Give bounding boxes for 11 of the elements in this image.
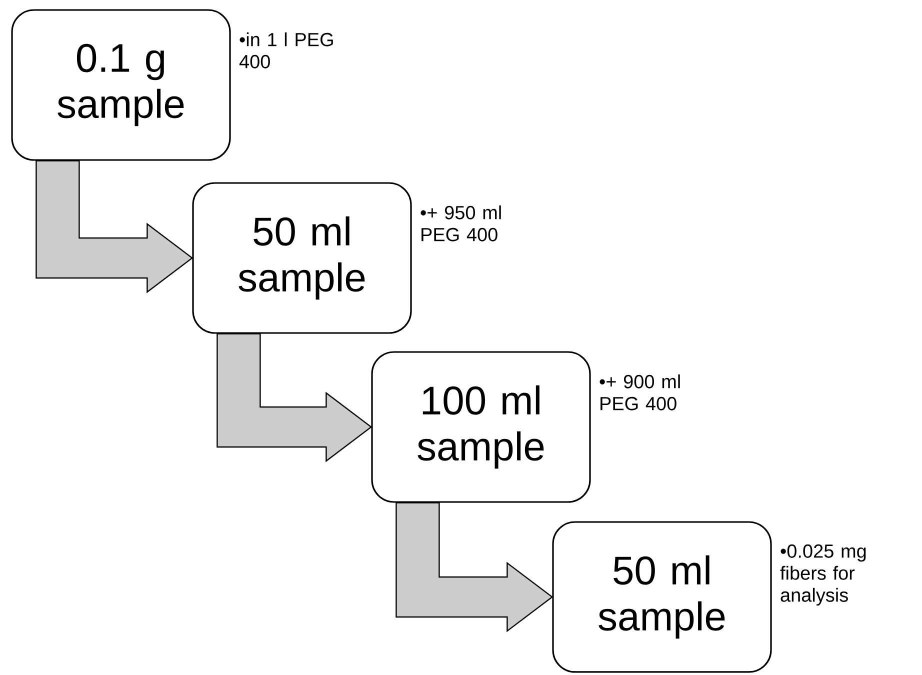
block-arrow <box>216 333 372 462</box>
beside-note: •0.025 mg fibers for analysis <box>780 544 866 606</box>
block-arrow <box>396 502 554 632</box>
beside-note: •+ 900 ml PEG 400 <box>600 374 680 410</box>
process-box: 100 ml sample <box>371 351 591 503</box>
process-box: 50 ml sample <box>192 182 412 334</box>
process-box: 0.1 g sample <box>11 9 231 161</box>
process-box: 50 ml sample <box>552 521 772 673</box>
beside-note: •+ 950 ml PEG 400 <box>420 205 501 242</box>
block-arrow <box>36 160 194 294</box>
beside-note: •in 1 l PEG 400 <box>239 32 333 68</box>
